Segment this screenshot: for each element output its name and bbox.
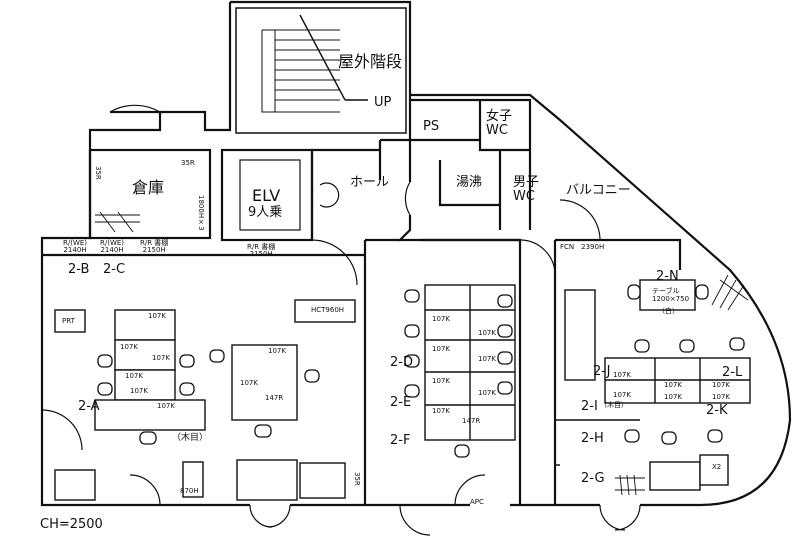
fcn-label: FCN 2390H: [560, 243, 605, 251]
zone-2b: 2-B: [68, 262, 90, 277]
desk-label: 107K: [478, 355, 496, 363]
balcony-label: バルコニー: [566, 183, 631, 198]
storage-shelf-label: 35R: [94, 166, 102, 180]
partition-wall: [42, 238, 400, 505]
mens-wc-label: 男子 WC: [513, 175, 540, 205]
zone-2h: 2-H: [581, 431, 604, 446]
desk-label: 107K: [613, 371, 631, 379]
rack-label: R/(WE)2140H: [100, 239, 125, 254]
zone-2f: 2-F: [390, 433, 411, 448]
shelf-height-label: 870H: [180, 487, 199, 495]
desk-label: 107K: [432, 407, 450, 415]
elevator-capacity-label: 9人乗: [248, 205, 283, 220]
quantity-label: X2: [712, 463, 722, 471]
zone-2d: 2-D: [390, 355, 413, 370]
desk-label: 107K: [664, 381, 682, 389]
zone-2e: 2-E: [390, 395, 412, 410]
desk-label: 107K: [712, 393, 730, 401]
desk-label: 107K: [157, 402, 175, 410]
storage-shelf-label: 35R: [181, 159, 195, 167]
zone-2a: 2-A: [78, 399, 100, 414]
desk-label: 107K: [130, 387, 148, 395]
storage-rack-label: 1800H×3: [197, 195, 205, 231]
zone-2n: 2-N: [656, 269, 679, 284]
hall-label: ホール: [350, 175, 390, 190]
desk-label: 107K: [613, 391, 631, 399]
zone-2i: 2-I: [581, 399, 598, 414]
elevator-label: ELV: [252, 186, 281, 205]
exterior-wall: [40, 93, 792, 507]
desk-label: 107K: [432, 377, 450, 385]
zone-2j: 2-J: [593, 364, 611, 379]
white-finish-label: （白）: [658, 307, 679, 315]
rack-label: R/(WE)2140H: [63, 239, 88, 254]
hct-label: HCT960H: [311, 306, 345, 314]
desk-label: 107K: [478, 329, 496, 337]
desk-label: 107K: [268, 347, 286, 355]
table-2n-label: テーブル 1200×750: [652, 287, 690, 303]
desk-label: 107K: [152, 354, 170, 362]
desk-label: 107K: [125, 372, 143, 380]
table-label: 147R: [462, 417, 481, 425]
desk-label: 107K: [432, 315, 450, 323]
desk-label: 107K: [120, 343, 138, 351]
ceiling-height-label: CH=2500: [40, 517, 103, 532]
storage-room-wall: [88, 148, 212, 240]
zone-2c: 2-C: [103, 262, 126, 277]
ps-label: PS: [423, 119, 440, 134]
table-label: 147R: [265, 394, 284, 402]
desk-label: 107K: [240, 379, 258, 387]
womens-wc-label: 女子 WC: [486, 109, 513, 139]
desk-label: 107K: [712, 381, 730, 389]
storage-label: 倉庫: [132, 178, 165, 197]
zone-2l: 2-L: [722, 365, 743, 380]
desk-label: 107K: [432, 345, 450, 353]
desk-label: 107K: [478, 389, 496, 397]
zone-2g: 2-G: [581, 471, 605, 486]
wood-finish-label: （木目）: [600, 401, 628, 409]
up-label: UP: [374, 95, 392, 110]
zone-2k: 2-K: [706, 403, 728, 418]
desk-label: 107K: [664, 393, 682, 401]
outdoor-stairs-label: 屋外階段: [338, 52, 403, 71]
desk-label: 107K: [148, 312, 166, 320]
wood-finish-label: （木目）: [172, 433, 209, 443]
shelf-depth-label: 35R: [353, 472, 361, 486]
outdoor-stairwell: [235, 7, 407, 134]
kitchenette-label: 湯沸: [456, 175, 483, 190]
printer-label: PRT: [62, 317, 75, 325]
apc-label: APC: [470, 498, 484, 506]
